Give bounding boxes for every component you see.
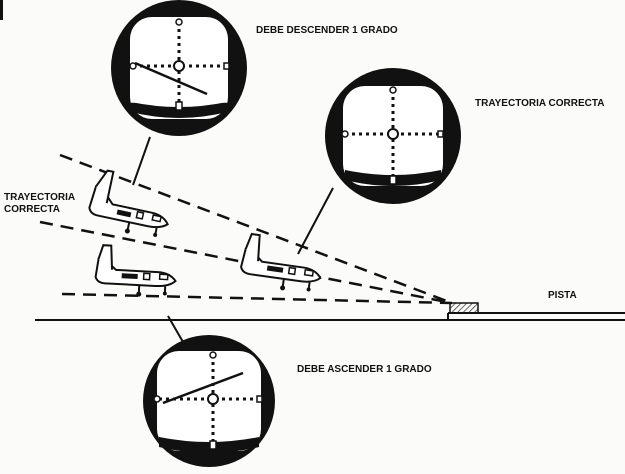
instrument-correct (325, 68, 461, 204)
upper-limit-line (59, 153, 453, 305)
instrument-ascend (143, 335, 275, 467)
reference-crosshair (129, 18, 230, 111)
callout-right (297, 187, 334, 255)
instrument-descend (111, 0, 247, 136)
label-runway: PISTA (548, 290, 577, 301)
label-correct-left-2: CORRECTA (4, 204, 60, 215)
label-correct-right: TRAYECTORIA CORRECTA (475, 98, 604, 109)
airplane-low (94, 244, 177, 297)
correct-path-line (39, 220, 453, 305)
airplane-on-path (240, 232, 322, 292)
label-descend: DEBE DESCENDER 1 GRADO (256, 25, 398, 36)
lower-limit-line (61, 292, 453, 305)
corner-mark (0, 0, 3, 20)
glide-path-lines (39, 153, 453, 305)
runway-threshold (449, 302, 479, 314)
airplane-high (88, 169, 169, 237)
reference-crosshair (341, 86, 444, 185)
callout-lines (132, 136, 334, 343)
callout-top (132, 136, 151, 186)
callout-bottom (167, 315, 184, 343)
glideslope-needle (162, 371, 244, 405)
ground (35, 302, 625, 321)
label-ascend: DEBE ASCENDER 1 GRADO (297, 364, 432, 375)
label-correct-left-1: TRAYECTORIA (4, 192, 75, 203)
glideslope-needle (134, 61, 208, 96)
